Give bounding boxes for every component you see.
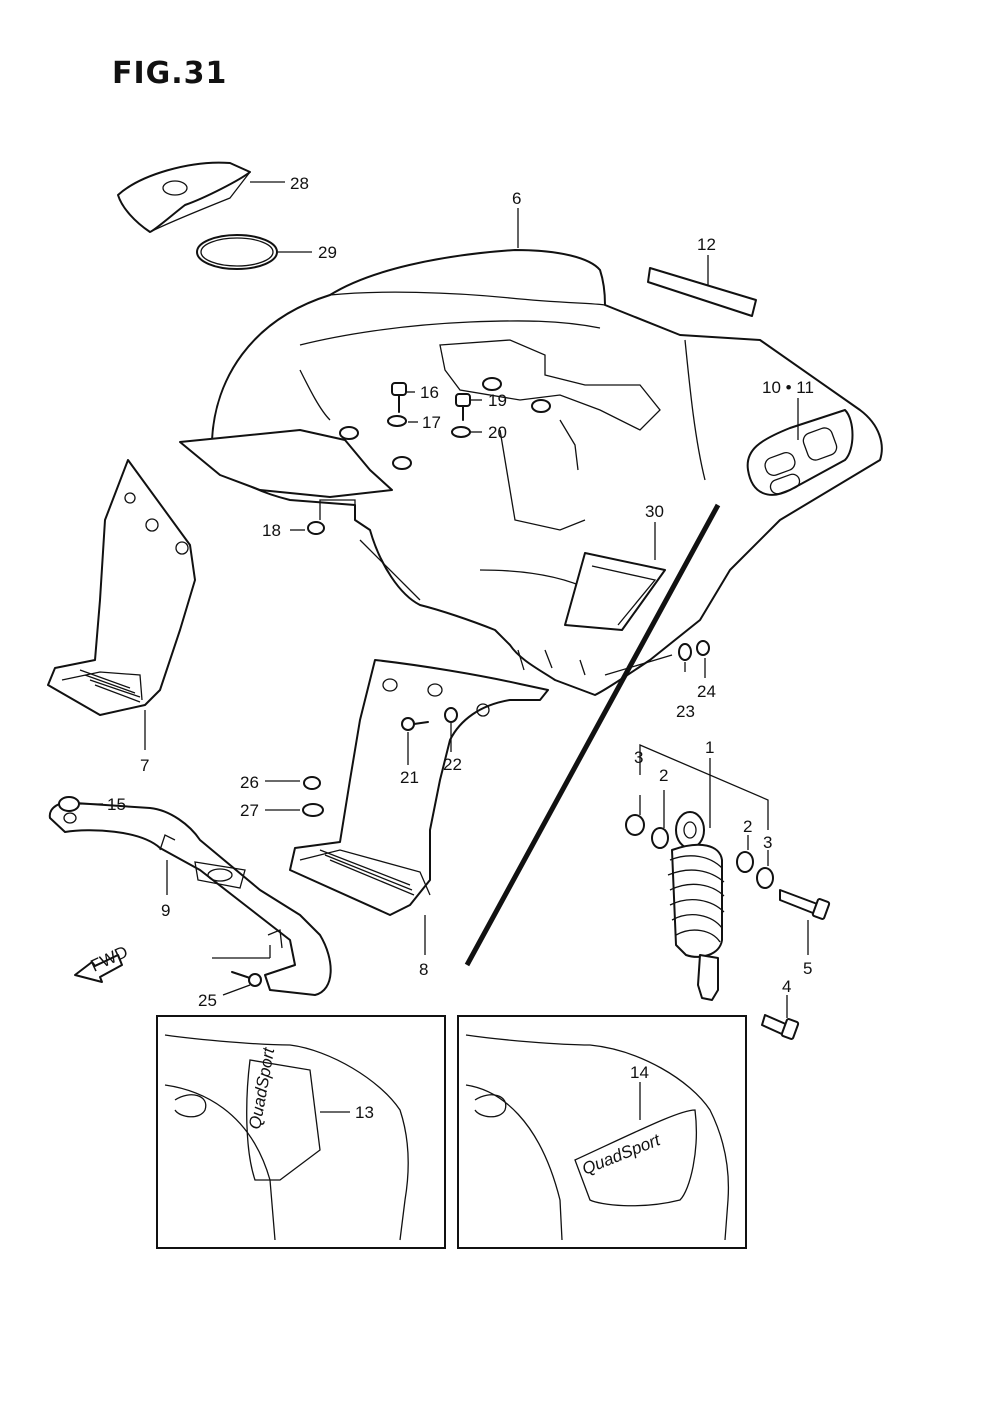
callout-18: 18 [262, 521, 281, 540]
callout-29: 29 [318, 243, 337, 262]
grommet-a [339, 426, 359, 440]
part-6-left-flap [179, 429, 393, 498]
grommet-c [482, 377, 502, 391]
part-5-bolt [779, 889, 831, 920]
callout-labels: 28 29 6 12 10 • 11 16 17 19 20 18 30 23 … [107, 174, 814, 1122]
callout-14: 14 [630, 1063, 649, 1082]
callout-3-right: 3 [763, 833, 772, 852]
part-7-mudflap [47, 459, 196, 716]
part-2-washer-left [651, 827, 669, 849]
figure-title: FIG.31 [112, 56, 228, 91]
part-6-rear-fender [211, 249, 883, 696]
inset-14-drawing: QuadSport [465, 1034, 730, 1241]
grommet-d [531, 399, 551, 413]
callout-27: 27 [240, 801, 259, 820]
callout-2-left: 2 [659, 766, 668, 785]
part-4-bolt [761, 1014, 800, 1040]
fwd-arrow-icon [74, 954, 123, 983]
part-12-strip [647, 267, 757, 317]
inset-13-drawing: QuadSport [164, 1034, 409, 1241]
callout-28: 28 [290, 174, 309, 193]
callout-22: 22 [443, 755, 462, 774]
part-8-mudflap [289, 659, 549, 916]
part-30-plate [564, 552, 666, 631]
part-27-washer [302, 803, 324, 817]
callout-13: 13 [355, 1103, 374, 1122]
part-2-washer-right [736, 851, 754, 873]
part-3-bushing-left [625, 814, 645, 836]
inset-decal-13 [156, 1015, 446, 1249]
callout-30: 30 [645, 502, 664, 521]
callout-2-right: 2 [743, 817, 752, 836]
hardware-19-20 [451, 393, 471, 438]
svg-text:QuadSport: QuadSport [245, 1045, 278, 1131]
callout-1: 1 [705, 738, 714, 757]
callout-19: 19 [488, 391, 507, 410]
part-1-shock-absorber [667, 811, 725, 1001]
callout-8: 8 [419, 960, 428, 979]
callout-26: 26 [240, 773, 259, 792]
part-9-bracket [48, 801, 332, 996]
part-10-11-decal [746, 409, 854, 496]
callout-17: 17 [422, 413, 441, 432]
callout-10-11: 10 • 11 [762, 378, 814, 397]
hardware-16-17 [387, 382, 407, 427]
callout-16: 16 [420, 383, 439, 402]
grommet-b [392, 456, 412, 470]
leader-line-diagonal [464, 503, 721, 967]
callout-7: 7 [140, 756, 149, 775]
callout-4: 4 [782, 977, 791, 996]
leader-lines [80, 181, 809, 1120]
callout-9: 9 [161, 901, 170, 920]
part-29-ring [196, 234, 278, 270]
callout-23: 23 [676, 702, 695, 721]
callout-20: 20 [488, 423, 507, 442]
callout-3-left: 3 [634, 748, 643, 767]
part-18-nut [307, 521, 325, 535]
callout-12: 12 [697, 235, 716, 254]
part-23-washer [678, 643, 692, 661]
part-22-washer [444, 707, 458, 723]
callout-25: 25 [198, 991, 217, 1010]
callout-6: 6 [512, 189, 521, 208]
inset-decal-14 [457, 1015, 747, 1249]
part-26-screw [303, 776, 321, 790]
part-24-nut [696, 640, 710, 656]
svg-text:QuadSport: QuadSport [579, 1130, 664, 1179]
part-3-bushing-right [756, 867, 774, 889]
part-21-screw [401, 717, 429, 731]
part-15-cap [58, 796, 80, 812]
callout-15: 15 [107, 795, 126, 814]
callout-24: 24 [697, 682, 716, 701]
callout-21: 21 [400, 768, 419, 787]
callout-5: 5 [803, 959, 812, 978]
part-25-screw [231, 971, 262, 987]
part-28-cover [117, 161, 251, 233]
